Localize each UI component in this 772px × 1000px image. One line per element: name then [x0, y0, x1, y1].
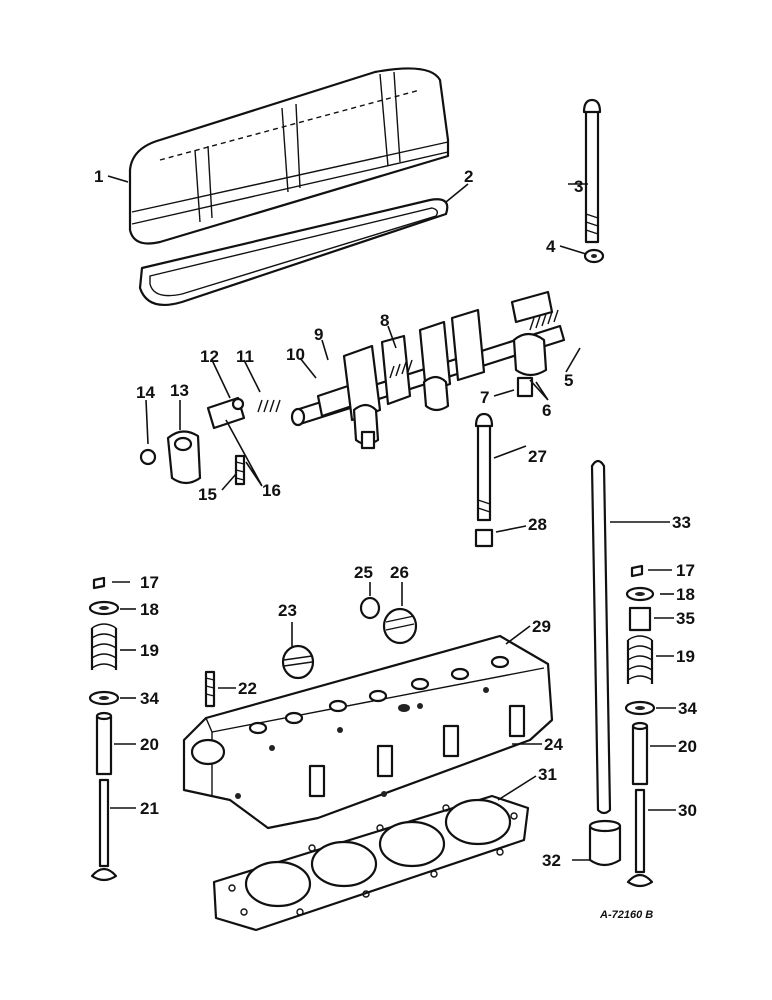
callout-17-right: 17 [676, 561, 695, 580]
callout-29: 29 [532, 617, 551, 636]
manifold-stud [204, 670, 216, 708]
callout-34-right: 34 [678, 699, 697, 718]
callout-18-right: 18 [676, 585, 695, 604]
cover-bolt [582, 98, 602, 244]
callout-leaders [107, 175, 676, 861]
callout-13: 13 [170, 381, 189, 400]
callout-20-left: 20 [140, 735, 159, 754]
callout-30: 30 [678, 801, 697, 820]
callout-25: 25 [354, 563, 373, 582]
callout-12: 12 [200, 347, 219, 366]
head-bolt-washer [474, 528, 494, 548]
callout-1: 1 [94, 167, 103, 186]
cylinder-head [182, 634, 554, 830]
callout-7: 7 [480, 388, 489, 407]
callout-23: 23 [278, 601, 297, 620]
callout-11: 11 [236, 347, 254, 366]
callout-35: 35 [676, 609, 695, 628]
callout-6: 6 [542, 401, 551, 420]
valve-lifter [588, 819, 622, 867]
valve-cover [128, 67, 450, 245]
intake-valve-stack [88, 576, 120, 882]
callout-17-left: 17 [140, 573, 159, 592]
callout-2: 2 [464, 167, 473, 186]
callout-3: 3 [574, 177, 583, 196]
callout-31: 31 [538, 765, 557, 784]
cover-washer [583, 248, 605, 264]
callout-18-left: 18 [140, 600, 159, 619]
callout-22: 22 [238, 679, 257, 698]
head-bolt [474, 412, 494, 522]
callout-labels: 1 2 3 4 5 6 7 8 9 10 11 12 13 14 15 16 1… [94, 167, 697, 921]
callout-33: 33 [672, 513, 691, 532]
callout-24: 24 [544, 735, 563, 754]
callout-10: 10 [286, 345, 305, 364]
drawing-reference-code: A-72160 B [599, 909, 653, 921]
expansion-plugs [281, 596, 418, 680]
callout-19-left: 19 [140, 641, 159, 660]
callout-28: 28 [528, 515, 547, 534]
cover-gasket [138, 198, 449, 306]
callout-8: 8 [380, 311, 389, 330]
callout-15: 15 [198, 485, 217, 504]
callout-26: 26 [390, 563, 409, 582]
callout-20-right: 20 [678, 737, 697, 756]
callout-5: 5 [564, 371, 573, 390]
callout-27: 27 [528, 447, 547, 466]
head-gasket [212, 794, 530, 932]
callout-9: 9 [314, 325, 323, 344]
callout-19-right: 19 [676, 647, 695, 666]
exhaust-valve-stack [624, 564, 656, 888]
rocker-shaft-assembly [139, 290, 566, 486]
callout-21: 21 [140, 799, 159, 818]
push-rod [590, 459, 612, 815]
callout-14: 14 [136, 383, 155, 402]
callout-16: 16 [262, 481, 281, 500]
callout-4: 4 [546, 237, 556, 256]
callout-32: 32 [542, 851, 561, 870]
callout-34-left: 34 [140, 689, 159, 708]
